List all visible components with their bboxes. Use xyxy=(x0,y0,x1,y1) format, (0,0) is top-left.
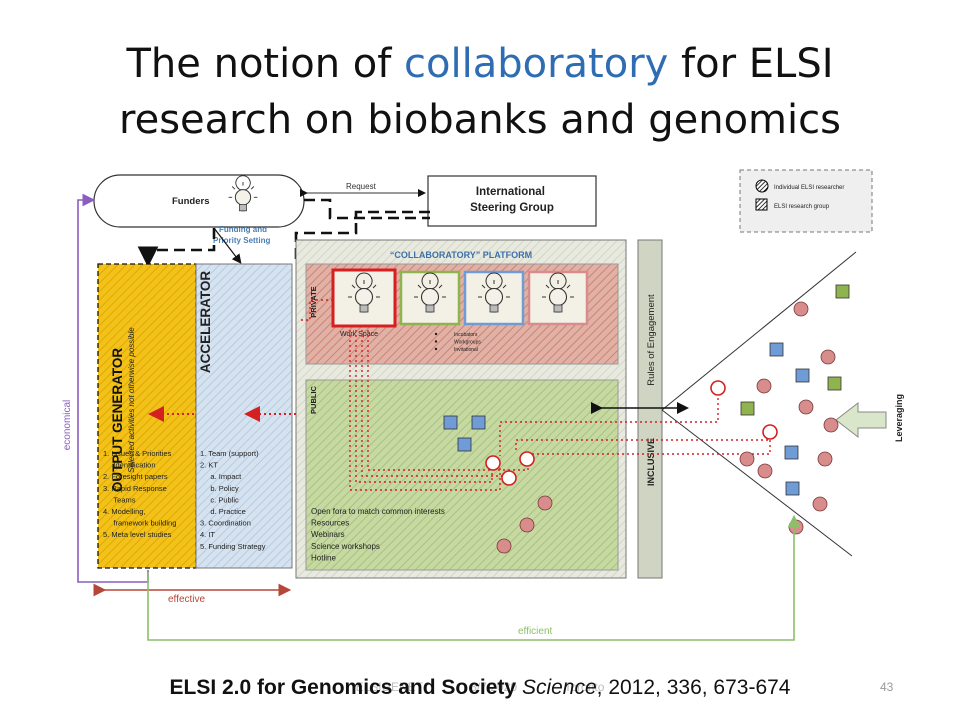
title-line-2: research on biobanks and genomics xyxy=(119,97,841,143)
leveraging-label: Leveraging xyxy=(894,394,904,442)
footer-date: 3/7/2020 xyxy=(470,680,518,694)
researcher-markers xyxy=(496,301,839,554)
request-label: Request xyxy=(346,182,377,191)
output-item-4: 3. Rapid Response xyxy=(103,484,167,493)
funders-label: Funders xyxy=(172,196,209,207)
funders-to-accelerator-line xyxy=(213,227,242,264)
accelerator-item-2: 2. KT xyxy=(200,461,218,470)
cone-line-bottom xyxy=(661,409,853,557)
output-item-1: 1. Issues & Priorities xyxy=(103,449,172,458)
inclusive-label: INCLUSIVE xyxy=(646,438,656,486)
accelerator-items-list: 1. Team (support) 2. KT a. Impact b. Poli… xyxy=(200,449,266,551)
accelerator-item-9: 5. Funding Strategy xyxy=(200,542,266,551)
private-bullet-1: Incubators xyxy=(454,332,478,338)
efficient-label: efficient xyxy=(518,626,553,637)
public-item-4: Science workshops xyxy=(311,542,380,551)
private-bullet-3: Invitational xyxy=(454,347,478,353)
output-item-8: 5. Meta level studies xyxy=(103,530,172,539)
output-item-2: Identification xyxy=(103,461,156,470)
output-generator-title: OUTPUT GENERATOR xyxy=(110,348,125,493)
funding-dashed-line xyxy=(294,210,430,262)
bullet-dot xyxy=(434,332,438,336)
citation-details: , 2012, 336, 673-674 xyxy=(596,676,791,699)
efficient-arrow xyxy=(147,514,801,641)
private-bullet-2: Workgroups xyxy=(454,340,481,346)
effective-label: effective xyxy=(168,594,205,605)
accelerator-item-5: c. Public xyxy=(200,495,239,504)
private-label: PRIVATE xyxy=(309,286,318,317)
legend-group-label: ELSI research group xyxy=(774,204,830,210)
leveraging-arrow xyxy=(835,401,887,439)
public-item-1: Open fora to match common interests xyxy=(311,507,445,516)
open-researcher-markers xyxy=(485,380,778,486)
economical-label: economical xyxy=(62,400,73,451)
public-label: PUBLIC xyxy=(309,385,318,414)
citation: ELSI 2.0 for Genomics and Society Scienc… xyxy=(0,676,960,700)
output-item-6: 4. Modelling, xyxy=(103,507,146,516)
individual-researcher-icon xyxy=(755,179,769,193)
steering-dashed-line xyxy=(137,228,216,268)
accelerator-item-4: b. Policy xyxy=(200,484,239,493)
rules-column xyxy=(637,239,663,579)
research-group-icon xyxy=(755,198,768,211)
output-generator-panel xyxy=(97,263,197,569)
steering-group-label: International Steering Group xyxy=(470,186,554,214)
funding-priority-label: Funding and Priority Setting xyxy=(213,225,270,245)
public-item-5: Hotline xyxy=(311,553,336,562)
bullet-dot xyxy=(434,340,438,343)
public-item-3: Webinars xyxy=(311,530,345,539)
bullet-dot xyxy=(434,347,438,351)
output-generator-subtitle: Selected activities not otherwise possib… xyxy=(127,327,136,473)
steering-group-box xyxy=(427,175,597,227)
title-highlight: collaboratory xyxy=(404,41,669,87)
public-items-list: Open fora to match common interestsResou… xyxy=(311,507,445,562)
footer-left: ELSIGENET xyxy=(355,680,423,694)
legend-individual-label: Individual ELSI researcher xyxy=(774,185,844,191)
cone-line-top xyxy=(661,251,857,411)
rules-label: Rules of Engagement xyxy=(646,294,657,386)
accelerator-item-7: 3. Coordination xyxy=(200,519,251,528)
output-items-list: 1. Issues & Priorities Identification 2. … xyxy=(103,449,176,539)
public-item-2: Resources xyxy=(311,519,349,528)
platform-title: “COLLABORATORY” PLATFORM xyxy=(390,250,532,260)
accelerator-item-1: 1. Team (support) xyxy=(200,449,259,458)
accelerator-item-8: 4. IT xyxy=(200,530,215,539)
slide-footer: ELSIGENET 3/7/2020 Toronto xyxy=(0,680,960,694)
footer-right: Toronto xyxy=(564,680,605,694)
output-item-5: Teams xyxy=(103,495,136,504)
accelerator-item-3: a. Impact xyxy=(200,472,242,481)
public-area xyxy=(305,379,619,571)
accelerator-item-6: d. Practice xyxy=(200,507,246,516)
steering-top-dashed-line xyxy=(304,198,430,220)
page-number: 43 xyxy=(880,680,894,694)
citation-journal: Science xyxy=(521,676,597,699)
title-line-1: The notion of collaboratory for ELSI xyxy=(126,41,834,87)
research-group-markers xyxy=(443,284,850,496)
workspace-label: Work Space xyxy=(340,331,378,338)
citation-title: ELSI 2.0 for Genomics and Society xyxy=(169,676,517,699)
output-item-7: framework building xyxy=(103,519,176,528)
output-item-3: 2. Foresight papers xyxy=(103,472,168,481)
accelerator-title: ACCELERATOR xyxy=(198,271,213,374)
slide-title: The notion of collaboratory for ELSI res… xyxy=(0,36,960,148)
